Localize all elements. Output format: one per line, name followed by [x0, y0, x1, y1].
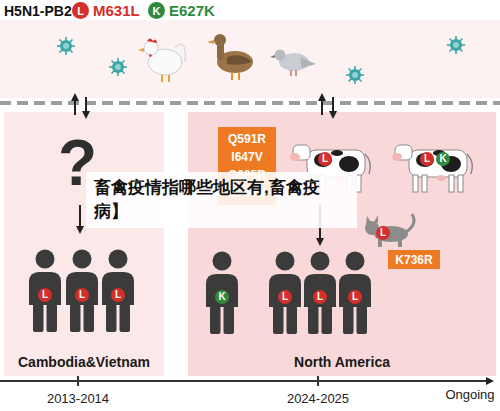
mutation-marker: L [38, 288, 52, 302]
marker-letter: L [79, 288, 85, 302]
mutation-marker: L [348, 290, 362, 304]
marker-letter: L [380, 226, 386, 240]
legend-swatch: L [72, 2, 89, 19]
mutation-marker: L [278, 290, 292, 304]
legend-item: K E627K [148, 2, 215, 19]
marker-letter: L [322, 152, 328, 166]
timeline-date: 2024-2025 [278, 391, 358, 406]
marker-letter: L [115, 288, 121, 302]
marker-letter: L [282, 290, 288, 304]
legend-text: M631L [93, 2, 140, 19]
mutation-marker: L [420, 152, 434, 166]
marker-letter: L [352, 290, 358, 304]
marker-letter: K [439, 152, 446, 166]
watermark: 畜禽疫情指哪些地区有,畜禽疫病】 [86, 172, 357, 228]
region-name: Cambodia&Vietnam [4, 354, 164, 370]
mutation-marker: K [215, 290, 229, 304]
diagram-title: H5N1-PB2 [4, 3, 72, 19]
mutation-text: K736R [395, 251, 432, 269]
swatch-letter: K [153, 5, 161, 17]
mutation-marker: L [376, 226, 390, 240]
mutation-marker: L [318, 152, 332, 166]
marker-letter: L [42, 288, 48, 302]
timeline-date: 2013-2014 [38, 391, 118, 406]
timeline-date: Ongoing [440, 387, 500, 402]
legend-swatch: K [148, 2, 165, 19]
mutation-marker: L [111, 288, 125, 302]
region-name: North America [188, 354, 496, 370]
mutation-marker: L [75, 288, 89, 302]
swatch-letter: L [77, 5, 84, 17]
marker-letter: L [424, 152, 430, 166]
legend-text: E627K [169, 2, 215, 19]
marker-letter: L [317, 290, 323, 304]
mutation-marker: K [436, 152, 450, 166]
legend-item: L M631L [72, 2, 140, 19]
marker-letter: K [218, 290, 225, 304]
mutation-box: K736R [388, 250, 440, 269]
mutation-marker: L [313, 290, 327, 304]
